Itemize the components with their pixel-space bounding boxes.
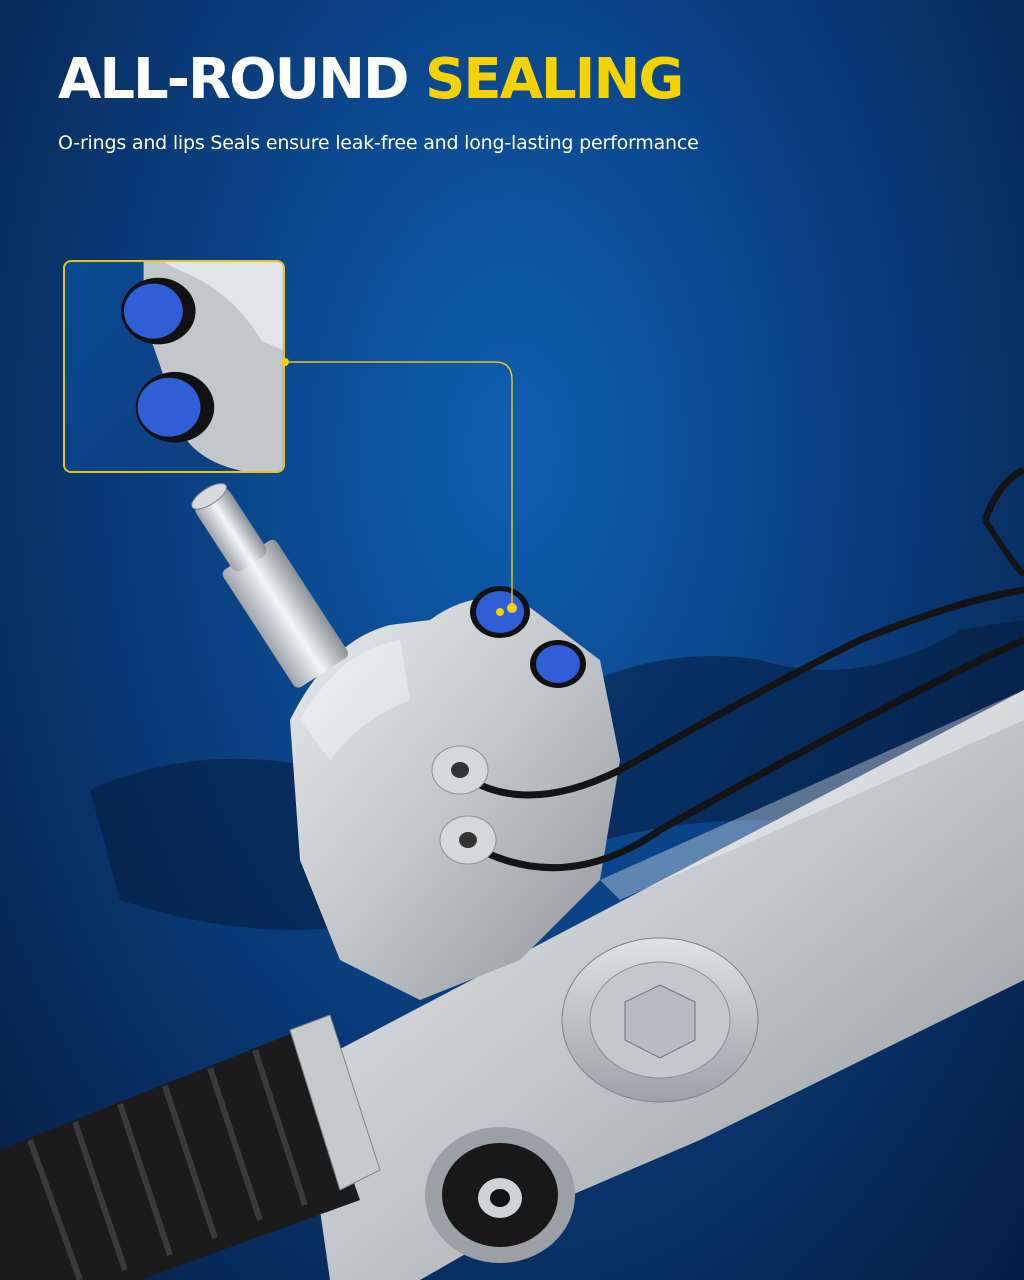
bellows-boot [0,1014,381,1280]
headline: ALL-ROUND SEALING [58,52,684,108]
seal-closeup-inset [63,260,285,473]
adjuster-plug [561,937,759,1103]
port-seal-upper [470,586,530,638]
valve-body [290,597,620,1000]
hydraulic-line-2 [460,636,1024,872]
port-seal-lower [530,640,586,688]
subtitle: O-rings and lips Seals ensure leak-free … [58,132,699,154]
inset-image [121,262,283,471]
headline-yellow-part: SEALING [425,47,684,112]
hydraulic-line-1 [452,586,1024,799]
mounting-bushing [425,1127,575,1263]
headline-white-part: ALL-ROUND [58,47,409,112]
input-shaft [191,483,349,688]
